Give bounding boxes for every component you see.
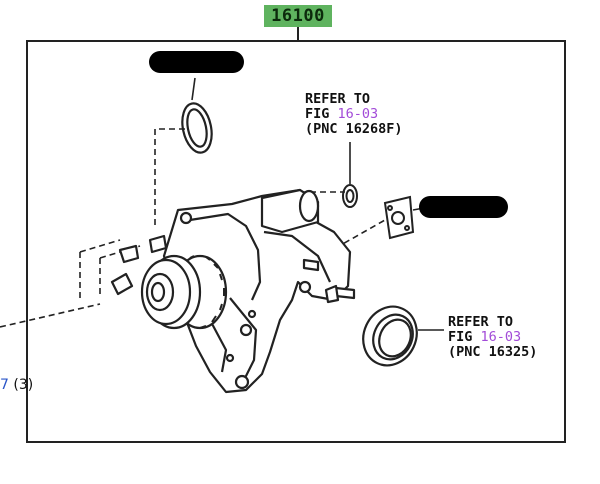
refer-note-lower-pnc: (PNC 16325) [448,344,538,360]
redaction-bar-right [419,196,508,218]
refer-note-upper-pnc: (PNC 16268F) [305,121,403,137]
seal-ring-small [342,184,358,208]
gasket-right [383,195,415,240]
edge-callout-qty: (3) [13,377,34,393]
edge-callout-link[interactable]: 7 [0,377,9,393]
refer-note-upper-fig: FIG [305,106,338,122]
refer-note-upper-fig-link[interactable]: 16-03 [337,106,379,122]
edge-callout: 7 (3) [0,377,33,393]
refer-note-upper: REFER TO FIG 16-03 (PNC 16268F) [305,92,403,137]
refer-note-lower-line1: REFER TO [448,314,514,330]
oil-seal-large [362,305,418,367]
redaction-bar-top [149,51,244,73]
refer-note-lower-fig-link[interactable]: 16-03 [480,329,522,345]
refer-note-lower: REFER TO FIG 16-03 (PNC 16325) [448,315,537,360]
o-ring-top [181,102,213,154]
refer-note-upper-line1: REFER TO [305,91,371,107]
diagram-frame [26,40,566,443]
part-number-label[interactable]: 16100 [264,5,332,27]
refer-note-lower-fig: FIG [448,329,481,345]
pump-pulley [140,254,228,330]
water-pump-body [110,188,356,394]
leader-o-ring [191,77,196,101]
